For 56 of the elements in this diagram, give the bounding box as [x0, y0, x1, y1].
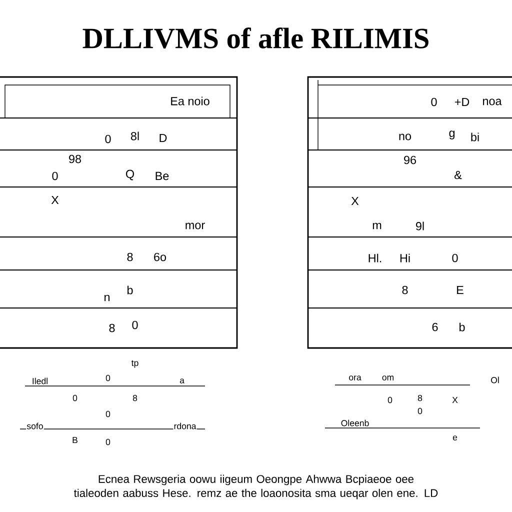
table-text: 0 [430, 97, 438, 107]
table-text: 8 [401, 285, 409, 295]
table-text: E [456, 285, 464, 295]
table-text: tp [130, 360, 140, 368]
table-text: B [71, 436, 79, 444]
caption: Ecnea Rewsgeria oowu iigeum Oeongpe Ahwwa Bcpiaeoe oee tialeoden aabuss Hese. remz ae the loaonosita sma ueqar olen ene. LD [74, 474, 438, 500]
table-text: Hi [398, 253, 412, 263]
table-text: noa [482, 98, 502, 106]
table-text: om [381, 375, 395, 381]
table-text: 8 [126, 252, 134, 262]
table-text: 8l [130, 131, 140, 141]
table-text: Hl. [367, 253, 383, 263]
table-text: 0 [451, 253, 459, 263]
table-text: 8 [132, 394, 138, 402]
table-text: 0 [72, 394, 78, 402]
table-text: X [452, 396, 459, 404]
table-text: n [103, 294, 111, 302]
table-text: 6 [431, 322, 439, 332]
table-text: Iledl [31, 377, 49, 385]
table-text: Q [124, 169, 136, 181]
table-text: 0 [386, 396, 394, 404]
table-text: rdona [173, 422, 197, 430]
table-text: Ea noio [170, 96, 210, 106]
table-text: 8 [416, 394, 424, 402]
table-text: ora [348, 375, 362, 381]
table-text: b [458, 322, 466, 332]
table-text: 98 [68, 154, 82, 164]
table-text: Ol [490, 376, 500, 384]
table-text: sofo [26, 422, 44, 430]
table-text: +D [454, 97, 470, 107]
table-text: g [448, 130, 456, 140]
table-text: X [350, 196, 360, 206]
table-text: 6o [152, 252, 168, 262]
table-text: no [398, 133, 412, 141]
table-text: D [158, 133, 168, 143]
table-text: 8 [108, 323, 116, 333]
table-text: 0 [131, 320, 139, 330]
table-text: b [126, 285, 134, 295]
table-text: 0 [104, 134, 112, 144]
table-text: 0 [104, 438, 112, 446]
table-text: 9l [414, 221, 426, 231]
table-text: bi [470, 132, 480, 142]
table-text: e [452, 435, 458, 441]
table-text: mor [184, 222, 206, 230]
table-text: a [178, 378, 186, 384]
table-text: 0 [51, 171, 59, 181]
table-text: 96 [402, 155, 418, 165]
table-text: m [372, 222, 382, 230]
table-text: Oleenb [340, 419, 370, 427]
table-text: X [50, 195, 60, 205]
table-text: 0 [104, 374, 112, 382]
table-text: 0 [416, 407, 424, 415]
table-text: Be [154, 171, 170, 181]
table-text: & [454, 170, 462, 180]
table-text: 0 [104, 410, 112, 418]
title: DLLIVMS of afle RILIMIS [82, 27, 428, 49]
